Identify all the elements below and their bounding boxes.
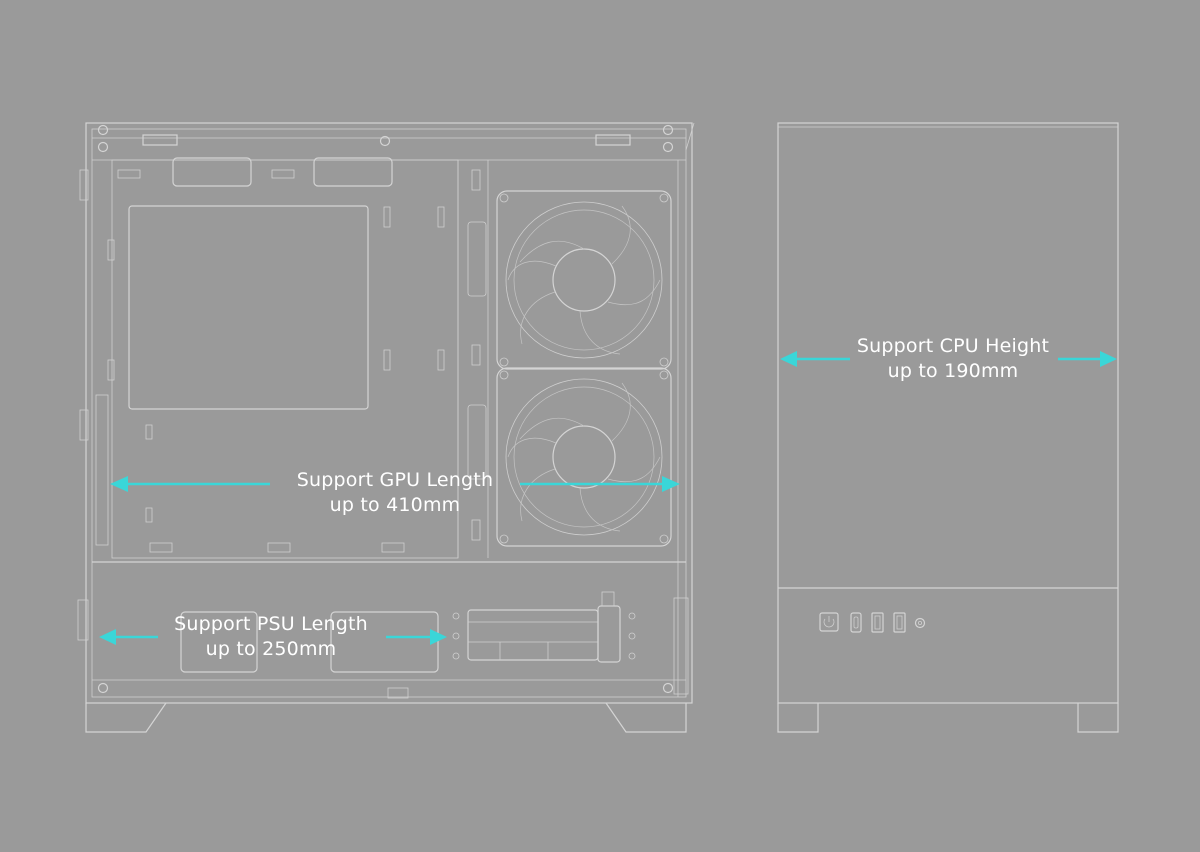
- cpu-height-title: Support CPU Height: [856, 335, 1050, 357]
- psu-vent: [330, 611, 439, 673]
- usb-port-icon: [893, 612, 906, 633]
- psu-length-label: Support PSU Length up to 250mm: [160, 612, 382, 662]
- gpu-length-label: Support GPU Length up to 410mm: [279, 468, 511, 518]
- latch: [595, 134, 631, 146]
- screw-icon: [97, 141, 109, 153]
- usb-c-port-icon: [850, 612, 862, 633]
- case-foot: [777, 703, 819, 733]
- top-cutout: [313, 157, 393, 187]
- side-inner-frame: [91, 128, 687, 698]
- cpu-height-label: Support CPU Height up to 190mm: [852, 334, 1054, 384]
- psu-length-arrow: [99, 629, 447, 645]
- power-button-icon: [819, 612, 839, 632]
- screw-icon: [379, 135, 391, 147]
- case-fan-icon: [496, 190, 672, 370]
- gpu-length-title: Support GPU Length: [296, 469, 494, 491]
- top-cutout: [172, 157, 252, 187]
- gpu-length-arrow: [110, 476, 680, 492]
- psu-vent: [180, 611, 258, 673]
- case-foot: [85, 702, 167, 733]
- case-side-view: [77, 122, 695, 733]
- front-outer-frame: [777, 122, 1119, 704]
- gpu-length-value: up to 410mm: [329, 494, 461, 516]
- case-fan-icon: [496, 367, 672, 547]
- cpu-height-arrow: [780, 351, 1117, 367]
- case-foot: [1077, 703, 1119, 733]
- case-front-view: [777, 122, 1119, 733]
- screw-icon: [662, 682, 674, 694]
- screw-icon: [97, 124, 109, 136]
- latch: [142, 134, 178, 146]
- case-foot: [605, 702, 687, 733]
- screw-icon: [662, 124, 674, 136]
- cpu-cutout: [128, 205, 369, 410]
- screw-icon: [662, 141, 674, 153]
- psu-length-title: Support PSU Length: [174, 613, 368, 635]
- cpu-height-value: up to 190mm: [887, 360, 1019, 382]
- screw-icon: [97, 682, 109, 694]
- side-outer-frame: [85, 122, 693, 704]
- usb-port-icon: [871, 612, 884, 633]
- audio-jack-icon: [914, 617, 926, 629]
- psu-length-value: up to 250mm: [205, 638, 337, 660]
- drive-cage: [452, 591, 636, 663]
